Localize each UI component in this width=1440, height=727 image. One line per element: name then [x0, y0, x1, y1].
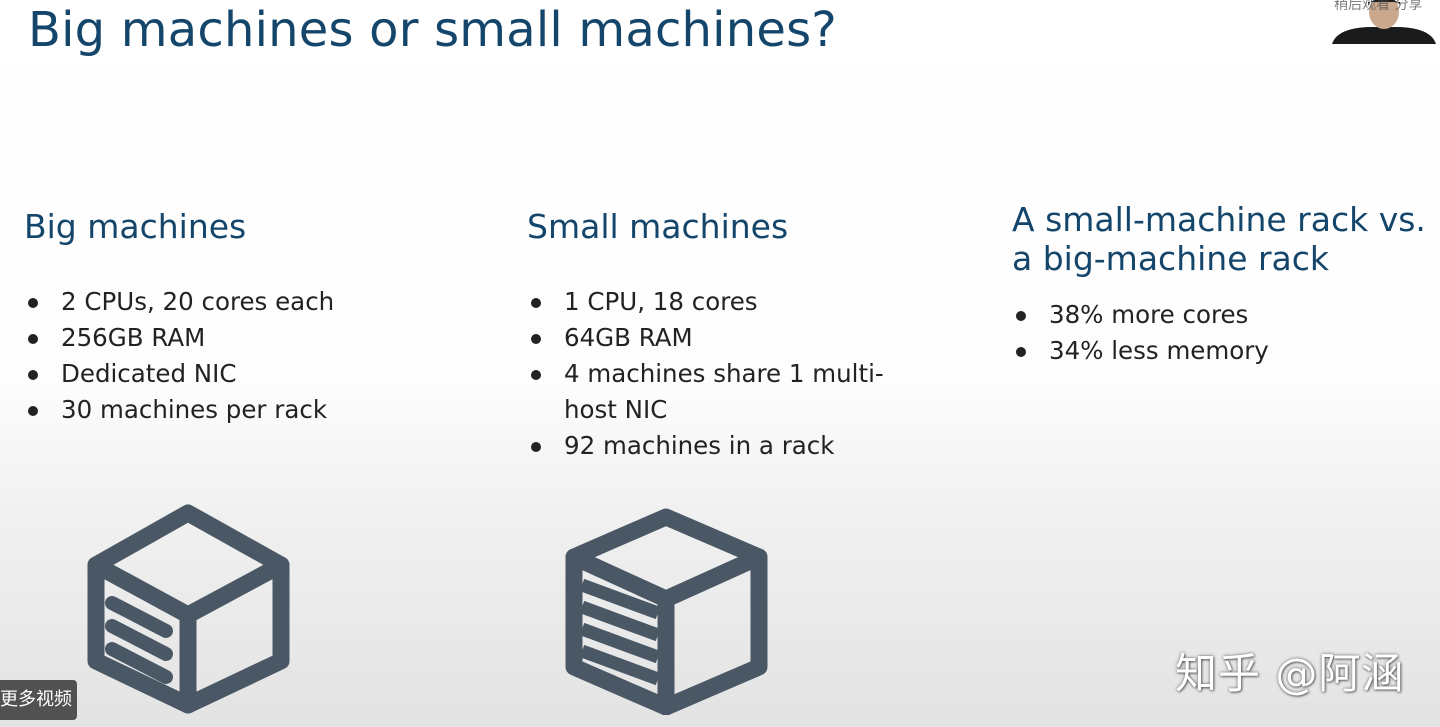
- bullet-item: 256GB RAM: [24, 320, 444, 356]
- bullet-list-small-machines: 1 CPU, 18 cores 64GB RAM 4 machines shar…: [527, 284, 887, 464]
- bullet-item: 2 CPUs, 20 cores each: [24, 284, 444, 320]
- column-heading-big-machines: Big machines: [24, 207, 247, 246]
- slide-title: Big machines or small machines?: [28, 2, 837, 58]
- bullet-list-comparison: 38% more cores 34% less memory: [1012, 297, 1412, 369]
- small-server-cube-icon: [565, 508, 768, 715]
- presenter-video-thumbnail[interactable]: [1328, 0, 1440, 44]
- big-server-cube-icon: [87, 504, 290, 714]
- bullet-item: 34% less memory: [1012, 333, 1412, 369]
- video-caption: 稍后观看 分享: [1334, 0, 1423, 13]
- bullet-item: 1 CPU, 18 cores: [527, 284, 887, 320]
- bullet-item: 38% more cores: [1012, 297, 1412, 333]
- bullet-list-big-machines: 2 CPUs, 20 cores each 256GB RAM Dedicate…: [24, 284, 444, 428]
- bullet-item: 4 machines share 1 multi-host NIC: [527, 356, 887, 428]
- bullet-item: 64GB RAM: [527, 320, 887, 356]
- bullet-item: 30 machines per rack: [24, 392, 444, 428]
- presenter-silhouette-icon: [1328, 0, 1440, 44]
- column-heading-small-machines: Small machines: [527, 207, 789, 246]
- watermark: 知乎 @阿涵: [1175, 649, 1405, 698]
- bullet-item: Dedicated NIC: [24, 356, 444, 392]
- more-videos-button[interactable]: 更多视频: [0, 680, 77, 720]
- column-heading-comparison: A small-machine rack vs. a big-machine r…: [1012, 200, 1426, 278]
- bullet-item: 92 machines in a rack: [527, 428, 887, 464]
